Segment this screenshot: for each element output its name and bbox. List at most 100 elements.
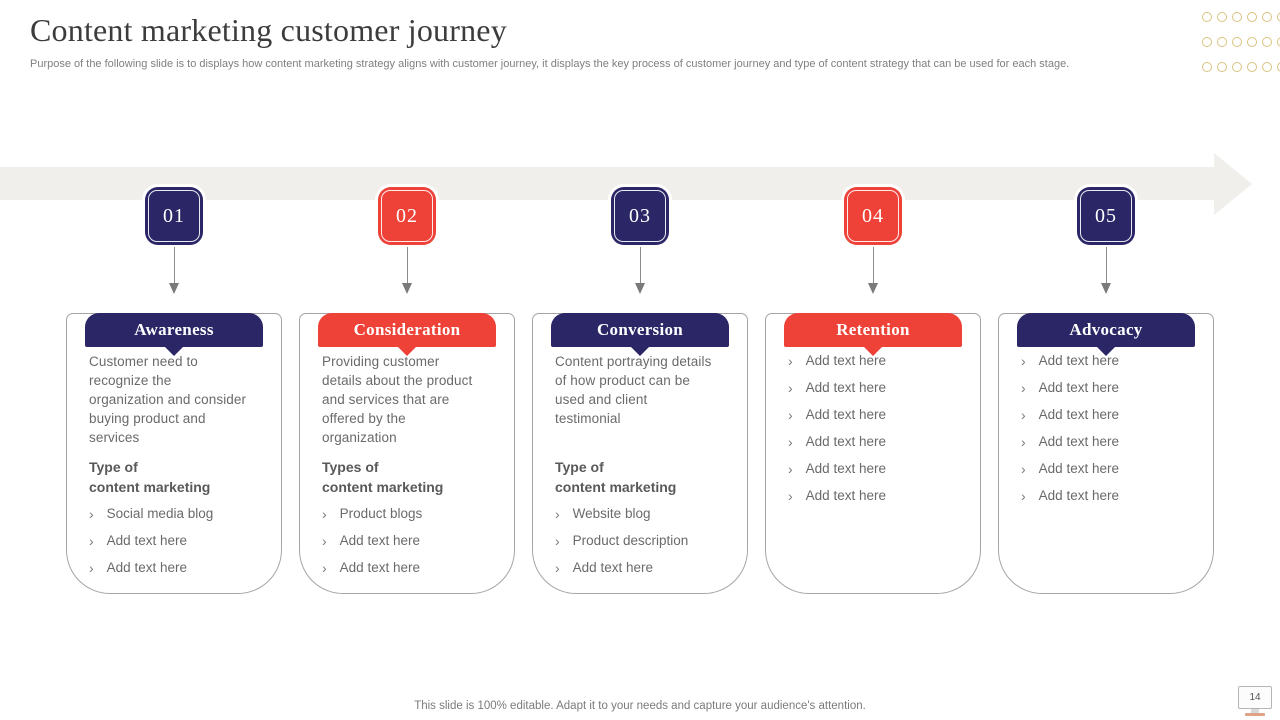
chevron-bullet-icon: ›: [555, 533, 560, 549]
text-placeholder[interactable]: Add text here: [1038, 488, 1119, 503]
down-arrowhead-icon: [169, 283, 179, 294]
text-placeholder[interactable]: Add text here: [1038, 380, 1119, 395]
stage-card: Providing customer details about the pro…: [299, 313, 515, 594]
ribbon-notch-icon: [631, 347, 649, 356]
list-item[interactable]: › Add text here: [1021, 487, 1199, 505]
chevron-bullet-icon: ›: [1021, 461, 1026, 477]
list-item[interactable]: › Add text here: [788, 460, 966, 478]
list-item-label: Product blogs: [339, 506, 423, 521]
chevron-bullet-icon: ›: [89, 506, 94, 522]
text-placeholder[interactable]: Add text here: [572, 560, 653, 575]
list-item[interactable]: › Add text here: [788, 433, 966, 451]
down-arrowhead-icon: [1101, 283, 1111, 294]
list-heading: Type of content marketing: [89, 459, 211, 495]
chevron-bullet-icon: ›: [322, 560, 327, 576]
chevron-bullet-icon: ›: [788, 407, 793, 423]
stage-title: Consideration: [353, 320, 461, 339]
stage-number-badge: 05: [1077, 187, 1135, 245]
timeline-arrowhead-icon: [1214, 153, 1252, 215]
text-placeholder[interactable]: Add text here: [106, 533, 187, 548]
text-placeholder[interactable]: Add text here: [805, 380, 886, 395]
list-item: › Website blog: [555, 505, 733, 523]
list-item[interactable]: › Add text here: [555, 559, 733, 577]
chevron-bullet-icon: ›: [89, 533, 94, 549]
chevron-bullet-icon: ›: [322, 533, 327, 549]
text-placeholder[interactable]: Add text here: [339, 533, 420, 548]
chevron-bullet-icon: ›: [788, 380, 793, 396]
text-placeholder[interactable]: Add text here: [805, 488, 886, 503]
list-item[interactable]: › Add text here: [1021, 433, 1199, 451]
page-number: 14: [1249, 692, 1261, 703]
list-heading: Types of content marketing: [322, 459, 444, 495]
stage-number-badge: 01: [145, 187, 203, 245]
list-item[interactable]: › Add text here: [788, 379, 966, 397]
stage-card: › Add text here › Add text here › Add te…: [765, 313, 981, 594]
list-item[interactable]: › Add text here: [788, 487, 966, 505]
down-arrow-connector: [532, 245, 748, 294]
page-subtitle: Purpose of the following slide is to dis…: [30, 58, 1070, 70]
list-heading: Type of content marketing: [555, 459, 677, 495]
stage-number: 05: [1095, 204, 1117, 227]
list-item: › Product description: [555, 532, 733, 550]
text-placeholder[interactable]: Add text here: [805, 407, 886, 422]
editable-note: This slide is 100% editable. Adapt it to…: [414, 700, 866, 712]
chevron-bullet-icon: ›: [1021, 434, 1026, 450]
list-item[interactable]: › Add text here: [1021, 379, 1199, 397]
stage-number-badge: 02: [378, 187, 436, 245]
text-placeholder[interactable]: Add text here: [1038, 434, 1119, 449]
list-item[interactable]: › Add text here: [1021, 352, 1199, 370]
page-title: Content marketing customer journey: [30, 12, 507, 48]
list-item-label: Product description: [572, 533, 689, 548]
stage-card: › Add text here › Add text here › Add te…: [998, 313, 1214, 594]
chevron-bullet-icon: ›: [788, 353, 793, 369]
list-item[interactable]: › Add text here: [1021, 406, 1199, 424]
text-placeholder[interactable]: Add text here: [1038, 407, 1119, 422]
list-item-label: Social media blog: [106, 506, 214, 521]
stage-title: Conversion: [596, 320, 684, 339]
list-item[interactable]: › Add text here: [89, 559, 267, 577]
list-item[interactable]: › Add text here: [322, 532, 500, 550]
stage-column-conversion: 03 Conversion Content portraying details…: [532, 187, 748, 594]
chevron-bullet-icon: ›: [1021, 353, 1026, 369]
stage-title: Awareness: [134, 320, 214, 339]
stage-number: 04: [862, 204, 884, 227]
stage-description: Providing customer details about the pro…: [322, 354, 473, 445]
text-placeholder[interactable]: Add text here: [805, 461, 886, 476]
stage-number: 03: [629, 204, 651, 227]
stage-header-ribbon: Consideration: [318, 313, 496, 356]
ribbon-notch-icon: [398, 347, 416, 356]
down-arrowhead-icon: [402, 283, 412, 294]
down-arrowhead-icon: [635, 283, 645, 294]
stage-number-badge: 03: [611, 187, 669, 245]
list-item: › Product blogs: [322, 505, 500, 523]
timeline-arrow-band: [0, 167, 1214, 200]
down-arrow-connector: [998, 245, 1214, 294]
list-item[interactable]: › Add text here: [1021, 460, 1199, 478]
chevron-bullet-icon: ›: [555, 560, 560, 576]
ribbon-notch-icon: [1097, 347, 1115, 356]
text-placeholder[interactable]: Add text here: [805, 353, 886, 368]
list-item[interactable]: › Add text here: [788, 406, 966, 424]
list-item[interactable]: › Add text here: [322, 559, 500, 577]
stage-title: Retention: [836, 320, 910, 339]
stage-card: Customer need to recognize the organizat…: [66, 313, 282, 594]
text-placeholder[interactable]: Add text here: [1038, 353, 1119, 368]
stage-column-retention: 04 Retention › Add text here › Add text …: [765, 187, 981, 594]
stage-description: Customer need to recognize the organizat…: [89, 354, 247, 445]
text-placeholder[interactable]: Add text here: [805, 434, 886, 449]
text-placeholder[interactable]: Add text here: [339, 560, 420, 575]
chevron-bullet-icon: ›: [1021, 380, 1026, 396]
stage-column-consideration: 02 Consideration Providing customer deta…: [299, 187, 515, 594]
chevron-bullet-icon: ›: [788, 488, 793, 504]
list-item[interactable]: › Add text here: [89, 532, 267, 550]
text-placeholder[interactable]: Add text here: [1038, 461, 1119, 476]
stage-header-ribbon: Advocacy: [1017, 313, 1195, 356]
down-arrow-connector: [66, 245, 282, 294]
list-item[interactable]: › Add text here: [788, 352, 966, 370]
chevron-bullet-icon: ›: [788, 461, 793, 477]
chevron-bullet-icon: ›: [555, 506, 560, 522]
text-placeholder[interactable]: Add text here: [106, 560, 187, 575]
stage-number: 02: [396, 204, 418, 227]
chevron-bullet-icon: ›: [89, 560, 94, 576]
